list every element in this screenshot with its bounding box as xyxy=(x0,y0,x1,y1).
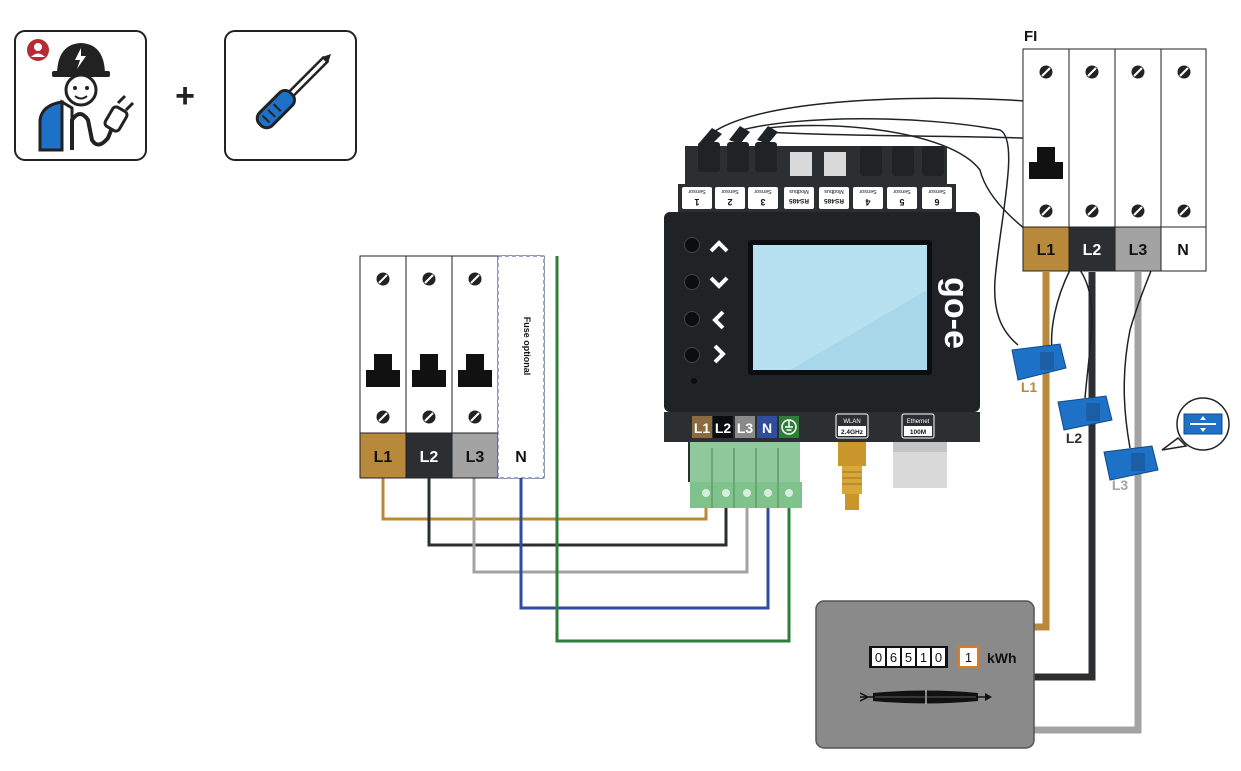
nav-buttons xyxy=(684,237,729,384)
sensor-port-number: 1 xyxy=(694,197,699,207)
wire-l3 xyxy=(472,478,749,574)
sensor-port-number: 2 xyxy=(727,197,732,207)
wire-l1 xyxy=(381,478,708,521)
fi-label: FI xyxy=(1024,28,1037,45)
fi-pole-l3: L3 xyxy=(1114,48,1162,272)
sensor-connectors xyxy=(685,126,947,186)
chevron-left-icon[interactable] xyxy=(712,310,725,330)
sensor-port-number: 5 xyxy=(899,197,904,207)
sensor-port-number: 4 xyxy=(865,197,870,207)
wlan-badge: WLAN 2.4GHz xyxy=(835,413,869,439)
fi-pole-l2: L2 xyxy=(1068,48,1116,272)
clamp-label-l3: L3 xyxy=(1112,477,1129,493)
ethernet-port xyxy=(893,442,947,488)
breaker-pole-l3: L3 xyxy=(451,255,499,479)
meter-digit: 5 xyxy=(905,650,912,665)
terminal-labels: L1 L2 L3 N xyxy=(692,416,799,438)
meter-unit: kWh xyxy=(987,650,1017,666)
meter-digit: 0 xyxy=(875,650,882,665)
sensor-port-label: 6 Sensor xyxy=(922,187,952,209)
antenna-connector xyxy=(838,442,866,510)
sensor-port-label: 2 Sensor xyxy=(715,187,745,209)
fi-pole-n: N xyxy=(1160,48,1207,272)
screwdriver-icon xyxy=(255,53,332,130)
breaker-label-l2: L2 xyxy=(420,449,439,466)
sensor-port-type: Modbus xyxy=(789,188,809,194)
terminal-label-l2: L2 xyxy=(715,420,732,436)
terminal-label-n: N xyxy=(762,420,772,436)
sensor-port-type: Modbus xyxy=(824,188,844,194)
meter-disc-icon xyxy=(859,690,992,704)
fi-label-l1: L1 xyxy=(1037,242,1056,259)
clamp-label-l2: L2 xyxy=(1066,430,1083,446)
clamp-l2: L2 xyxy=(1057,395,1113,446)
screwdriver-card xyxy=(224,30,357,161)
meter-digit: 0 xyxy=(935,650,942,665)
chevron-right-icon[interactable] xyxy=(713,344,726,364)
breaker-pole-l1: L1 xyxy=(359,255,407,479)
feed-l3 xyxy=(1034,272,1142,734)
plus-icon: + xyxy=(175,77,195,115)
clamp-l3: L3 xyxy=(1103,445,1159,493)
terminal-block xyxy=(690,442,802,508)
fi-label-l2: L2 xyxy=(1083,242,1102,259)
fuse-optional-note: Fuse optional xyxy=(522,317,532,376)
wlan-value: 2.4GHz xyxy=(841,429,864,436)
sensor-port-type: Sensor xyxy=(928,188,946,194)
fi-breaker: L1 L2 L3 N xyxy=(1022,48,1207,272)
sensor-port-type: Sensor xyxy=(893,188,911,194)
sensor-port-number: RS485 xyxy=(789,197,809,204)
wire-n xyxy=(519,478,770,610)
sensor-port-label: 1 Sensor xyxy=(682,187,712,209)
sensor-port-label: RS485 Modbus xyxy=(819,187,849,209)
ethernet-badge: Ethernet 100M xyxy=(901,413,935,439)
sensor-port-number: 6 xyxy=(934,197,939,207)
sensor-port-type: Sensor xyxy=(688,188,706,194)
wire-l2 xyxy=(427,478,728,547)
left-breaker: L1 L2 L3 N Fuse optional xyxy=(359,255,545,479)
fi-pole-l1: L1 xyxy=(1022,48,1070,272)
clamp-l1: L1 xyxy=(1011,343,1067,395)
sensor-port-label: 4 Sensor xyxy=(853,187,883,209)
sensor-port-label: RS485 Modbus xyxy=(784,187,814,209)
ethernet-title: Ethernet xyxy=(907,419,930,425)
sensor-port-type: Sensor xyxy=(859,188,877,194)
meter-digit: 1 xyxy=(920,650,927,665)
sensor-port-type: Sensor xyxy=(721,188,739,194)
electrician-icon xyxy=(27,39,135,152)
fi-label-n: N xyxy=(1177,242,1189,259)
meter-decimal-digit: 1 xyxy=(965,650,972,665)
terminal-label-l1: L1 xyxy=(694,420,711,436)
sensor-port-number: 3 xyxy=(760,197,765,207)
sensor-port-number: RS485 xyxy=(824,197,844,204)
breaker-label-n: N xyxy=(515,449,527,466)
breaker-pole-l2: L2 xyxy=(405,255,453,479)
go-e-logo: go-e xyxy=(937,277,975,349)
sensor-port-type: Sensor xyxy=(754,188,772,194)
meter-feed-lines xyxy=(1034,272,1142,734)
feed-l1 xyxy=(1034,272,1050,631)
meter-digit: 6 xyxy=(890,650,897,665)
chevron-down-icon[interactable] xyxy=(709,276,729,289)
ground-icon xyxy=(781,419,797,435)
ethernet-value: 100M xyxy=(910,429,926,436)
breaker-label-l1: L1 xyxy=(374,449,393,466)
clamp-label-l1: L1 xyxy=(1021,379,1038,395)
breaker-pole-n: N Fuse optional xyxy=(497,255,545,479)
breaker-label-l3: L3 xyxy=(466,449,485,466)
clamp-detail-bubble xyxy=(1161,397,1230,451)
terminal-label-l3: L3 xyxy=(737,420,754,436)
sensor-port-label: 3 Sensor xyxy=(748,187,778,209)
fi-label-l3: L3 xyxy=(1129,242,1148,259)
chevron-up-icon[interactable] xyxy=(709,240,729,253)
electrician-card xyxy=(14,30,147,161)
wlan-title: WLAN xyxy=(843,419,860,425)
sensor-port-label: 5 Sensor xyxy=(887,187,917,209)
